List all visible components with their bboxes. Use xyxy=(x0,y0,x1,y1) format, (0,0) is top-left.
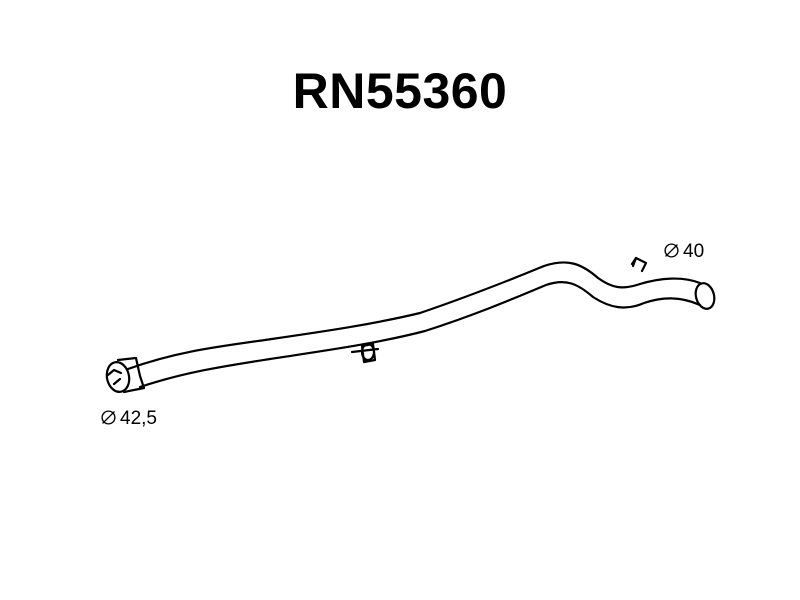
part-number-title: RN55360 xyxy=(292,63,508,119)
inlet-diameter-label: 42,5 xyxy=(100,408,157,430)
outlet-opening xyxy=(694,282,716,310)
diameter-symbol-icon xyxy=(664,243,679,258)
pipe-lower-outline xyxy=(138,280,702,389)
inlet-socket-lower xyxy=(122,374,146,394)
outlet-diameter-label: 40 xyxy=(663,241,704,263)
diameter-symbol-icon xyxy=(101,410,116,425)
inlet-socket-upper xyxy=(116,356,142,378)
inlet-diameter-value: 42,5 xyxy=(120,408,157,429)
mid-hanger-tab xyxy=(360,342,377,364)
inlet-opening xyxy=(105,361,131,393)
outlet-hanger-stem xyxy=(630,256,638,266)
pipe-upper-outline xyxy=(126,261,702,371)
inlet-slot-2 xyxy=(112,377,122,386)
inlet-slot xyxy=(106,368,123,377)
outlet-diameter-value: 40 xyxy=(683,241,705,262)
